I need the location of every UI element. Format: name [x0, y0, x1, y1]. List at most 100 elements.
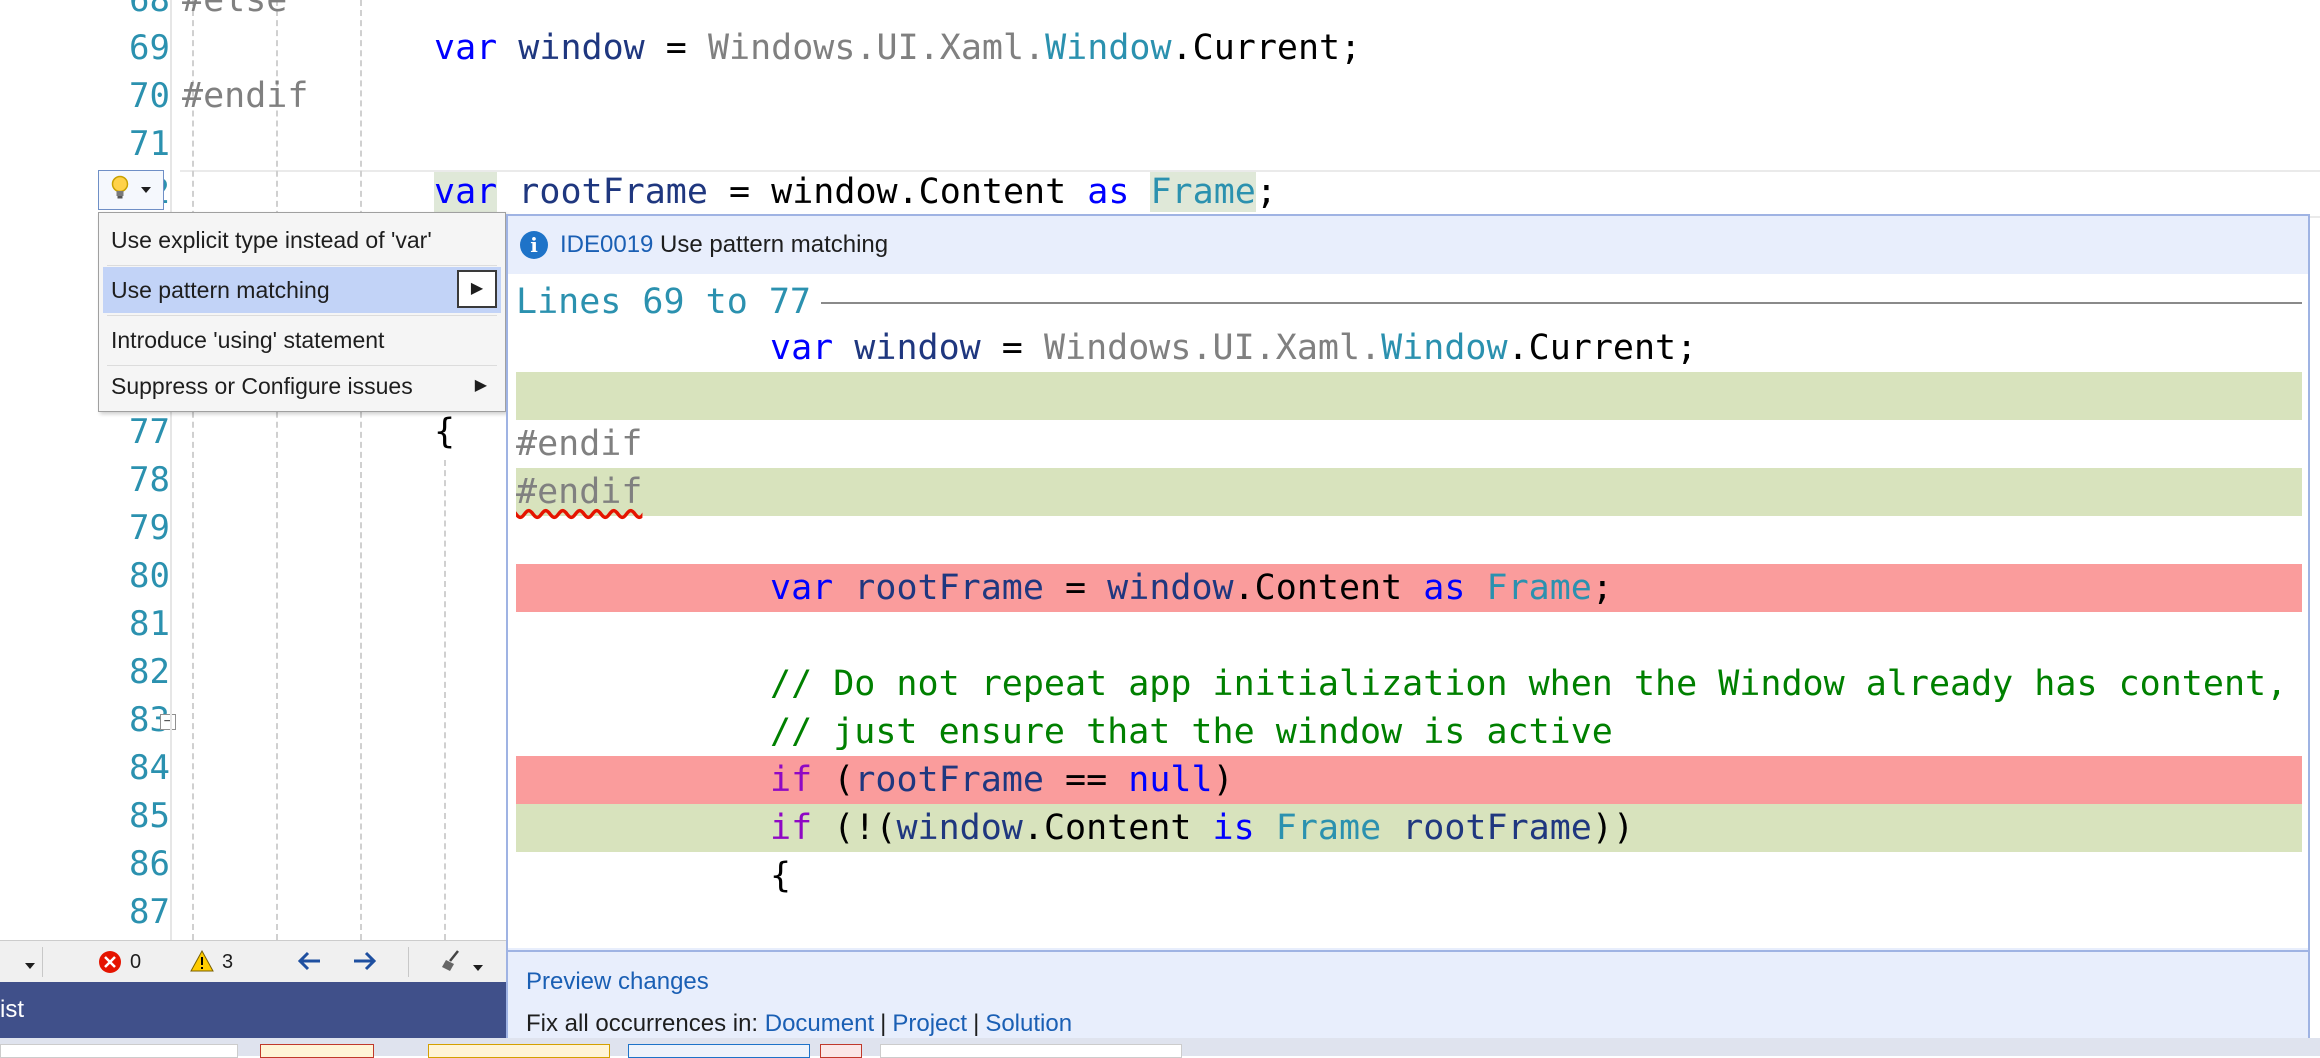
- chevron-down-icon: [140, 181, 152, 199]
- collapse-icon[interactable]: −: [160, 714, 176, 730]
- keyword: as: [1087, 172, 1130, 212]
- keyword: var: [434, 172, 498, 212]
- quick-actions-menu: Use explicit type instead of 'var' Use p…: [98, 212, 506, 412]
- fix-solution-link[interactable]: Solution: [985, 1010, 1073, 1037]
- namespace: Windows.UI.Xaml.: [1043, 328, 1382, 368]
- warning-icon[interactable]: [190, 949, 214, 978]
- identifier: window: [854, 328, 981, 368]
- diff-line-added: if (!(window.Content is Frame rootFrame)…: [516, 804, 2302, 852]
- namespace: Windows.UI.Xaml.: [707, 28, 1046, 68]
- diff-line: var window = Windows.UI.Xaml.Window.Curr…: [516, 324, 2302, 372]
- code-text: =: [1043, 568, 1108, 608]
- fix-preview-pane: i IDE0019 Use pattern matching Lines 69 …: [506, 214, 2310, 1048]
- error-icon[interactable]: [98, 950, 122, 980]
- preview-title: Use pattern matching: [660, 231, 889, 258]
- keyword: var: [770, 328, 834, 368]
- line-number: 86: [129, 844, 170, 884]
- tool-window-tabs: [0, 1038, 2320, 1058]
- arrow-right-icon[interactable]: [352, 949, 378, 979]
- keyword: null: [1128, 760, 1213, 800]
- code-text: )): [1591, 808, 1635, 848]
- line-number: 71: [129, 124, 170, 164]
- code-line: {: [434, 412, 456, 452]
- line-number-gutter: 68 69 70 71 72 73 74 75 76 77 78 79 80 8…: [0, 0, 176, 940]
- diagnostic-id-link[interactable]: IDE0019: [560, 231, 654, 258]
- chevron-down-icon[interactable]: [24, 953, 36, 976]
- diff-line: #endif: [516, 424, 643, 464]
- keyword: var: [770, 568, 834, 608]
- type-name: Window: [1381, 328, 1508, 368]
- code-text: (: [812, 760, 855, 800]
- fix-project-link[interactable]: Project: [892, 1010, 968, 1037]
- line-range: Lines 69 to 77: [516, 278, 822, 326]
- menu-item-label: Introduce 'using' statement: [111, 327, 385, 353]
- lightbulb-icon: [110, 175, 130, 206]
- diff-line-added: #endif: [516, 468, 2302, 516]
- line-number: 82: [129, 652, 170, 692]
- code-editor[interactable]: #else var window = Windows.UI.Xaml.Windo…: [180, 0, 2320, 940]
- arrow-left-icon[interactable]: [296, 949, 322, 979]
- identifier: rootFrame: [854, 760, 1044, 800]
- keyword: is: [1212, 808, 1255, 848]
- code-text: #endif: [516, 472, 643, 512]
- identifier: window: [896, 808, 1023, 848]
- menu-item-label: Use explicit type instead of 'var': [111, 227, 432, 253]
- menu-separator: [107, 315, 497, 316]
- divider: [408, 947, 409, 977]
- indent-guide: [276, 0, 278, 940]
- diff-line-removed: var rootFrame = window.Content as Frame;: [516, 564, 2302, 612]
- menu-item-suppress-configure[interactable]: Suppress or Configure issues▶: [103, 363, 501, 409]
- diff-line: {: [516, 852, 2302, 900]
- code-text: =: [980, 328, 1044, 368]
- submenu-arrow-icon[interactable]: ▶: [457, 270, 497, 308]
- tool-window-title: ist: [0, 982, 506, 1038]
- code-line: #else: [182, 0, 288, 20]
- code-text: .Current;: [1171, 28, 1362, 68]
- comment: // Do not repeat app initialization when…: [770, 664, 2288, 704]
- menu-item-use-explicit-type[interactable]: Use explicit type instead of 'var': [103, 217, 501, 263]
- type-name: Window: [1045, 28, 1172, 68]
- fix-all-row: Fix all occurrences in: Document|Project…: [526, 1010, 1073, 1037]
- menu-item-label: Suppress or Configure issues: [111, 373, 413, 399]
- diff-line: // Do not repeat app initialization when…: [516, 660, 2302, 708]
- identifier: rootFrame: [518, 172, 708, 212]
- code-text: ;: [1591, 568, 1613, 608]
- line-number: 85: [129, 796, 170, 836]
- gutter-divider: [170, 0, 172, 940]
- code-text: ==: [1043, 760, 1129, 800]
- comment: // just ensure that the window is active: [770, 712, 1613, 752]
- lightbulb-button[interactable]: [98, 170, 164, 210]
- keyword: as: [1423, 568, 1466, 608]
- fix-document-link[interactable]: Document: [764, 1010, 875, 1037]
- keyword: if: [770, 760, 813, 800]
- chevron-down-icon[interactable]: [472, 955, 484, 978]
- diff-line-added: [516, 372, 2302, 420]
- line-number: 87: [129, 892, 170, 932]
- code-text: = window.Content: [707, 172, 1088, 212]
- tool-window-label: ist: [0, 996, 24, 1023]
- line-number: 84: [129, 748, 170, 788]
- broom-icon[interactable]: [440, 949, 466, 979]
- code-text: (!(: [812, 808, 897, 848]
- menu-item-introduce-using[interactable]: Introduce 'using' statement: [103, 317, 501, 363]
- preview-footer: Preview changes Fix all occurrences in: …: [508, 950, 2308, 1046]
- range-rule: [516, 302, 2302, 304]
- code-text: ;: [1255, 172, 1277, 212]
- preview-changes-link[interactable]: Preview changes: [526, 968, 709, 995]
- warning-count: 3: [222, 951, 234, 973]
- code-line: var window = Windows.UI.Xaml.Window.Curr…: [434, 24, 1361, 72]
- menu-item-use-pattern-matching[interactable]: Use pattern matching ▶: [103, 267, 501, 313]
- line-number: 70: [129, 76, 170, 116]
- identifier: rootFrame: [1402, 808, 1592, 848]
- divider: [42, 947, 43, 977]
- line-number: 68: [129, 0, 170, 20]
- preview-diff: Lines 69 to 77 var window = Windows.UI.X…: [508, 274, 2308, 948]
- indent-guide: [192, 0, 194, 940]
- code-line: #endif: [182, 76, 309, 116]
- menu-item-label: Use pattern matching: [111, 277, 330, 303]
- keyword: var: [434, 28, 498, 68]
- type-name: Frame: [1486, 568, 1592, 608]
- line-number: 79: [129, 508, 170, 548]
- code-text: {: [770, 856, 792, 896]
- menu-separator: [107, 265, 497, 266]
